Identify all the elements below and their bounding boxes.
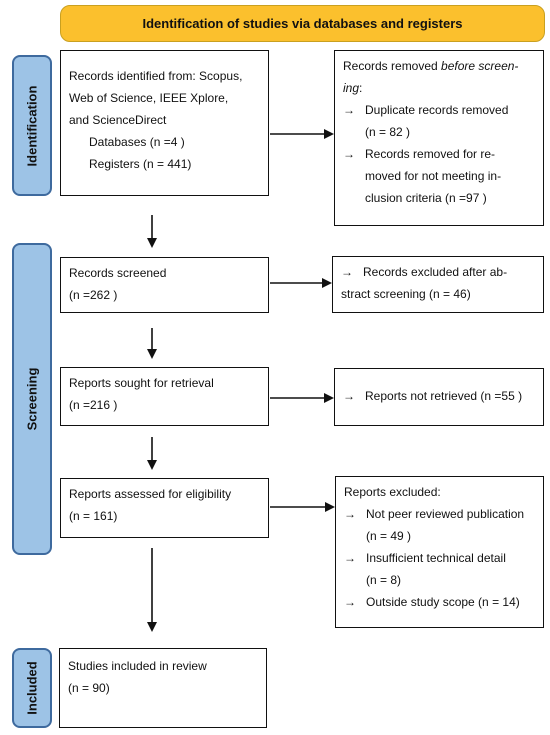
outside-scope-label: Outside study scope (n = 14) [366, 595, 520, 609]
insufficient-detail-label: Insufficient technical detail [366, 551, 506, 565]
registers-count: Registers (n = 441) [89, 157, 192, 171]
records-identified-box: Records identified from: Scopus, Web of … [60, 50, 269, 196]
list-item: → Not peer reviewed publication [344, 503, 535, 525]
list-item: → Outside study scope (n = 14) [344, 591, 535, 613]
phase-included: Included [12, 648, 52, 728]
records-excluded-box: → Records excluded after ab- stract scre… [332, 256, 544, 313]
records-screened-box: Records screened (n =262 ) [60, 257, 269, 313]
arrow-icon: → [344, 551, 356, 565]
reports-excluded-box: Reports excluded: → Not peer reviewed pu… [335, 476, 544, 628]
list-item: → Records excluded after ab- [341, 261, 535, 283]
reports-assessed-count: (n = 161) [69, 509, 118, 523]
records-screened-count: (n =262 ) [69, 288, 118, 302]
records-identified-line1: Records identified from: Scopus, [69, 69, 243, 83]
header-title: Identification of studies via databases … [142, 16, 463, 31]
reports-assessed-label: Reports assessed for eligibility [69, 487, 232, 501]
reports-sought-box: Reports sought for retrieval (n =216 ) [60, 367, 269, 426]
records-removed-box: Records removed before screen- ing: → Du… [334, 50, 544, 226]
list-item: → Insufficient technical detail [344, 547, 535, 569]
reports-assessed-box: Reports assessed for eligibility (n = 16… [60, 478, 269, 538]
removed-criteria-line1: Records removed for re- [365, 147, 496, 161]
records-identified-line3: and ScienceDirect [69, 113, 167, 127]
reports-sought-label: Reports sought for retrieval [69, 376, 214, 390]
arrow-icon: → [344, 507, 356, 521]
arrow-icon: → [343, 147, 355, 161]
list-item: → Records removed for re- [343, 143, 535, 165]
arrow-icon: → [343, 389, 355, 403]
phase-screening: Screening [12, 243, 52, 555]
records-removed-heading-cont: ing: [343, 81, 363, 95]
list-item: → Reports not retrieved (n =55 ) [343, 385, 535, 407]
studies-included-box: Studies included in review (n = 90) [59, 648, 267, 728]
studies-included-count: (n = 90) [68, 681, 110, 695]
studies-included-label: Studies included in review [68, 659, 207, 673]
header-banner: Identification of studies via databases … [60, 5, 545, 42]
arrow-icon: → [344, 595, 356, 609]
reports-not-retrieved-label: Reports not retrieved (n =55 ) [365, 389, 523, 403]
reports-sought-count: (n =216 ) [69, 398, 118, 412]
duplicates-label: Duplicate records removed [365, 103, 509, 117]
removed-criteria-line3: clusion criteria (n =97 ) [365, 191, 487, 205]
list-item: → Duplicate records removed [343, 99, 535, 121]
records-screened-label: Records screened [69, 266, 167, 280]
arrow-icon: → [341, 265, 353, 279]
phase-identification: Identification [12, 55, 52, 196]
removed-criteria-line2: moved for not meeting in- [365, 169, 502, 183]
records-excluded-line2: stract screening (n = 46) [341, 287, 471, 301]
arrow-icon: → [343, 103, 355, 117]
not-peer-reviewed-count: (n = 49 ) [366, 529, 412, 543]
duplicates-count: (n = 82 ) [365, 125, 411, 139]
not-peer-reviewed-label: Not peer reviewed publication [366, 507, 525, 521]
records-identified-line2: Web of Science, IEEE Xplore, [69, 91, 229, 105]
records-removed-heading: Records removed before screen- [343, 59, 519, 73]
reports-excluded-heading: Reports excluded: [344, 485, 441, 499]
insufficient-detail-count: (n = 8) [366, 573, 402, 587]
records-excluded-line1: Records excluded after ab- [363, 265, 508, 279]
databases-count: Databases (n =4 ) [89, 135, 185, 149]
reports-not-retrieved-box: → Reports not retrieved (n =55 ) [334, 368, 544, 426]
